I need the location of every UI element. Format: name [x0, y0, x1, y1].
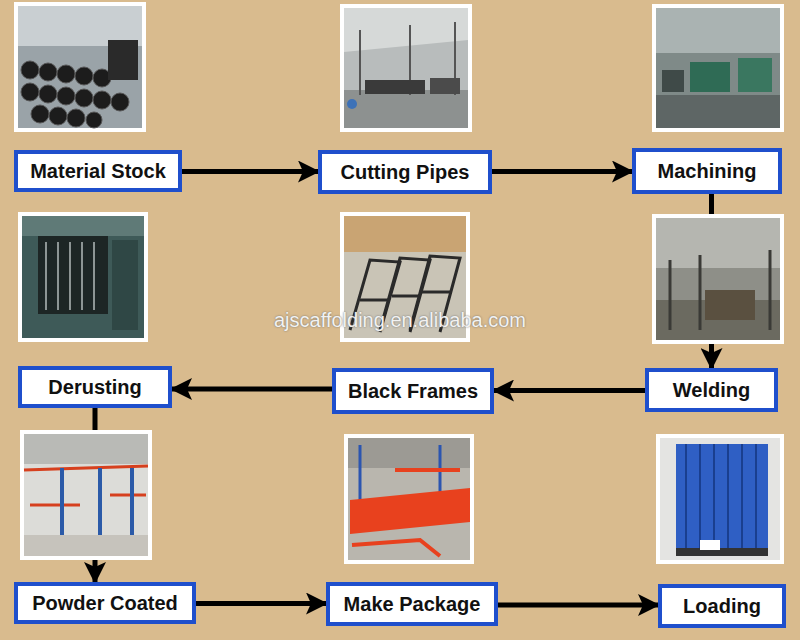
process-box: Cutting Pipes: [318, 150, 492, 194]
welding-hall-photo: [652, 214, 784, 344]
powder-coating-photo: [20, 430, 152, 560]
loading-photo: [656, 434, 784, 564]
step-label: Make Package: [344, 593, 481, 616]
flow-arrow: [172, 387, 332, 392]
flow-arrow: [498, 603, 658, 608]
step-label: Loading: [683, 595, 761, 618]
watermark: ajscaffolding.en.alibaba.com: [274, 309, 526, 332]
derusting-machine-photo: [18, 212, 148, 342]
step-label: Welding: [673, 379, 750, 402]
flow-arrow: [196, 601, 326, 606]
pipe-stock-photo: [14, 2, 146, 132]
flow-arrow: [494, 388, 645, 393]
step-label: Derusting: [48, 376, 141, 399]
step-label: Powder Coated: [32, 592, 178, 615]
process-box: Derusting: [18, 366, 172, 408]
step-label: Material Stock: [30, 160, 166, 183]
step-label: Machining: [658, 160, 757, 183]
cutting-hall-photo: [340, 4, 472, 132]
step-label: Cutting Pipes: [341, 161, 470, 184]
coated-frames-photo: [344, 434, 474, 564]
process-box: Black Frames: [332, 368, 494, 414]
process-box: Welding: [645, 368, 778, 412]
process-box: Powder Coated: [14, 582, 196, 624]
process-box: Loading: [658, 584, 786, 628]
step-label: Black Frames: [348, 380, 478, 403]
flow-arrow: [182, 169, 318, 174]
process-box: Machining: [632, 148, 782, 194]
process-box: Material Stock: [14, 150, 182, 192]
flow-arrow: [492, 169, 632, 174]
machining-photo: [652, 4, 784, 132]
process-box: Make Package: [326, 582, 498, 626]
